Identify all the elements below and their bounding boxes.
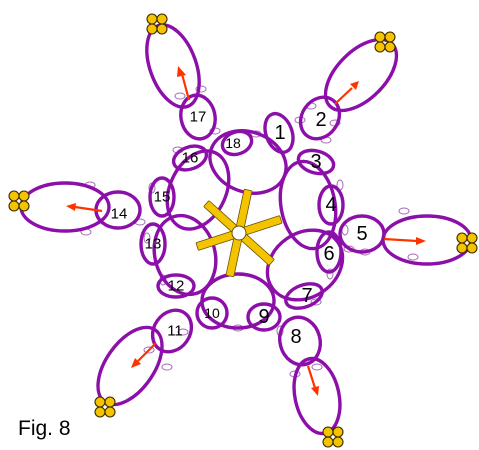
arrow-ring-2 xyxy=(334,81,359,105)
spoke xyxy=(240,234,275,266)
bead-cluster-bottom-left xyxy=(94,396,116,418)
ring-15 xyxy=(148,176,176,218)
ring-label-9: 9 xyxy=(258,306,269,328)
ring-label-16: 16 xyxy=(182,150,199,167)
ring-label-11: 11 xyxy=(167,323,183,340)
ring-label-17: 17 xyxy=(190,109,207,126)
bead-cluster-right xyxy=(456,232,478,254)
spoke xyxy=(225,237,242,278)
ring-label-2: 2 xyxy=(315,109,326,131)
center-hub xyxy=(231,225,247,241)
spoke xyxy=(243,215,283,236)
numbered-rings xyxy=(94,93,386,367)
ring-18 xyxy=(220,129,254,157)
center-rings xyxy=(152,129,345,330)
bead-cluster-left xyxy=(8,190,30,212)
ring-label-13: 13 xyxy=(145,236,162,253)
outer-ring-bottom-right xyxy=(292,356,342,436)
picots xyxy=(80,85,419,378)
ring-label-18: 18 xyxy=(225,135,241,151)
ring-16 xyxy=(171,144,209,172)
arrow-ring-17 xyxy=(177,66,191,101)
ring-label-12: 12 xyxy=(168,278,185,295)
center-ring-top-left-side xyxy=(165,149,231,231)
ring-9 xyxy=(246,302,282,332)
ring-label-14: 14 xyxy=(111,206,128,223)
figure-caption: Fig. 8 xyxy=(18,417,71,440)
ring-6 xyxy=(315,230,343,274)
ring-4 xyxy=(317,184,345,226)
arrow-ring-5 xyxy=(383,237,426,245)
ring-7 xyxy=(284,282,324,310)
ring-label-10: 10 xyxy=(204,305,220,321)
bead-cluster-top-right xyxy=(374,31,396,53)
ring-label-5: 5 xyxy=(356,223,367,245)
ring-8 xyxy=(278,315,322,367)
ring-13 xyxy=(139,222,167,266)
ring-11 xyxy=(150,308,194,354)
outer-ring-top-right xyxy=(323,37,399,113)
ring-label-8: 8 xyxy=(290,326,301,348)
arrow-ring-11 xyxy=(131,342,157,368)
ring-12 xyxy=(156,273,196,299)
bead-cluster-bottom-right xyxy=(322,426,344,448)
ring-3 xyxy=(296,148,336,176)
bead-clusters xyxy=(8,13,478,448)
arrow-ring-8 xyxy=(306,365,319,396)
ring-label-6: 6 xyxy=(323,243,334,265)
ring-label-1: 1 xyxy=(274,122,285,144)
bead-cluster-top-left xyxy=(146,13,168,35)
spoke xyxy=(236,188,253,229)
ring-label-15: 15 xyxy=(154,189,171,206)
ring-17 xyxy=(179,93,217,141)
ring-1 xyxy=(263,111,295,155)
ring-label-3: 3 xyxy=(310,151,321,173)
ring-label-4: 4 xyxy=(325,194,336,216)
direction-arrows xyxy=(66,66,426,396)
ring-labels: 1 2 3 4 5 6 7 8 9 10 11 12 13 14 15 16 1… xyxy=(111,109,368,349)
ring-10 xyxy=(195,296,229,330)
arrow-ring-14 xyxy=(66,203,103,213)
ring-2 xyxy=(298,95,342,141)
ring-label-7: 7 xyxy=(301,285,312,307)
center-spokes xyxy=(195,188,283,278)
